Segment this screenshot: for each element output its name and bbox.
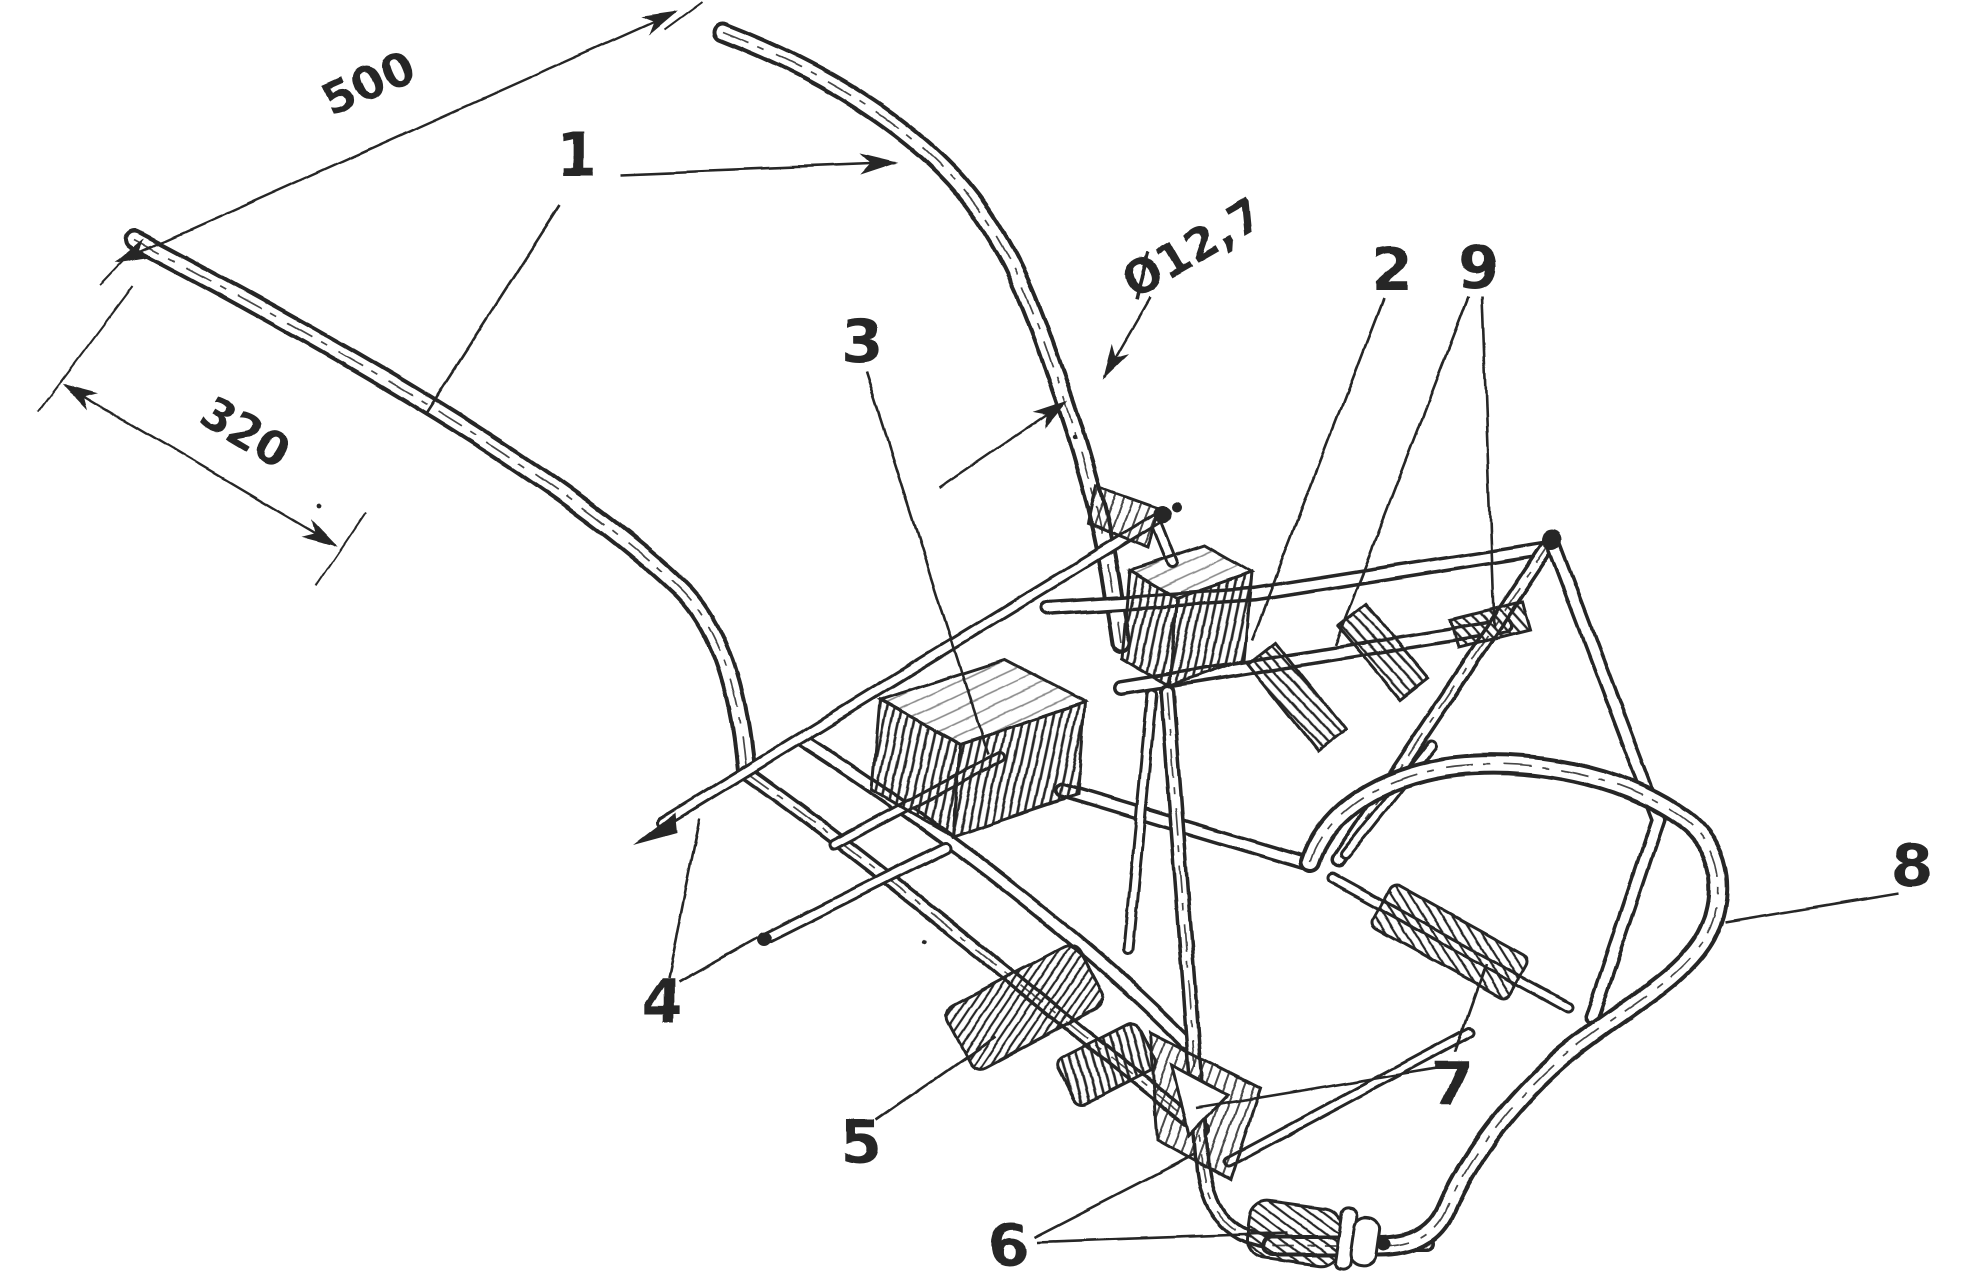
- extension-tick: [663, 1, 703, 31]
- callout-7-label: 7: [1431, 1050, 1473, 1120]
- axle-clamp-bracket: [1086, 484, 1160, 551]
- pedal-pad: [945, 943, 1105, 1071]
- tube-stroke: [1048, 548, 1545, 608]
- dimension-line: [62, 383, 338, 547]
- leader-line: [1333, 295, 1471, 646]
- front-axle: [634, 484, 1181, 844]
- dimension-500-label: 500: [314, 39, 424, 127]
- extension-tick: [99, 243, 141, 287]
- footrest-strip: [1335, 601, 1431, 703]
- callout-4: 4: [641, 817, 765, 1037]
- extension-line: [315, 511, 367, 587]
- callout-1: 1: [423, 120, 899, 416]
- fitting-nub: [1376, 1237, 1391, 1252]
- pad-front-face: [1167, 569, 1254, 689]
- leader-line: [1035, 1231, 1289, 1244]
- callout-7: 7: [1195, 963, 1488, 1120]
- scan-speckle: [1072, 434, 1078, 440]
- leader-line: [1033, 1151, 1198, 1239]
- diameter-arrow: [1102, 296, 1152, 380]
- callout-5: 5: [840, 1034, 997, 1178]
- diameter-arrow: [939, 400, 1069, 489]
- callout-6-label: 6: [987, 1211, 1029, 1279]
- tube-stroke: [135, 240, 746, 770]
- footrest-strip: [1245, 639, 1349, 755]
- callout-3: 3: [841, 307, 990, 756]
- axle-pointed-tip: [634, 812, 678, 844]
- leader-line: [864, 371, 990, 756]
- footrest-pad-right: [1335, 601, 1431, 703]
- dimension-320-label: 320: [190, 384, 300, 480]
- seat-mount-pad: [1120, 543, 1256, 689]
- rail-pad: [1448, 600, 1532, 650]
- leader-line: [1724, 891, 1900, 924]
- dimension-diameter-label: Ø12,7: [1112, 187, 1271, 310]
- engine-mount-block: [870, 658, 1089, 839]
- ribbed-pad: [945, 943, 1105, 1071]
- gusset-cutout: [1169, 1062, 1231, 1138]
- handlebar-tube-left: [135, 240, 746, 770]
- extension-line: [37, 286, 133, 413]
- leader-line: [423, 204, 562, 416]
- ribbed-pad: [1371, 884, 1529, 1000]
- callout-8-label: 8: [1891, 831, 1933, 901]
- tube-fitting: [1245, 1199, 1391, 1272]
- leader-line: [677, 932, 765, 984]
- ribbed-pad: [1056, 1022, 1158, 1106]
- callout-8: 8: [1724, 831, 1933, 924]
- scan-speckle: [922, 939, 928, 945]
- leader-line: [1480, 295, 1496, 629]
- callout-4-label: 4: [641, 967, 683, 1037]
- callout-9-label: 9: [1457, 233, 1499, 303]
- axle-end-knob: [1171, 501, 1181, 511]
- callout-9: 9: [1333, 233, 1499, 646]
- rear-a-frame: [1338, 530, 1658, 1018]
- pedal-pad-small: [1056, 1022, 1158, 1106]
- callout-6: 6: [987, 1151, 1289, 1279]
- leader-line: [666, 817, 702, 979]
- leader-line: [1250, 297, 1385, 641]
- apex-rail-pad: [1448, 600, 1532, 650]
- dimension-line: [115, 10, 678, 264]
- scan-speckle: [317, 502, 323, 508]
- leader-line: [1453, 963, 1488, 1053]
- dimension-500: 500: [99, 1, 703, 287]
- block-front-face: [950, 699, 1087, 839]
- tube-stroke: [134, 239, 747, 771]
- leader-line: [621, 153, 899, 176]
- callout-2-label: 2: [1371, 235, 1413, 305]
- fitting-cap: [1348, 1214, 1382, 1268]
- tube-stroke: [135, 240, 746, 770]
- callout-1-label: 1: [556, 120, 598, 190]
- footrest-pad-left: [1245, 639, 1349, 755]
- callout-2: 2: [1250, 235, 1413, 641]
- leader-line: [875, 1034, 997, 1122]
- callout-3-label: 3: [841, 307, 883, 377]
- rear-rail-pad: [1371, 884, 1529, 1000]
- leader-line: [1195, 1066, 1438, 1110]
- a-frame-apex-joint: [1542, 530, 1562, 550]
- callout-5-label: 5: [840, 1108, 882, 1178]
